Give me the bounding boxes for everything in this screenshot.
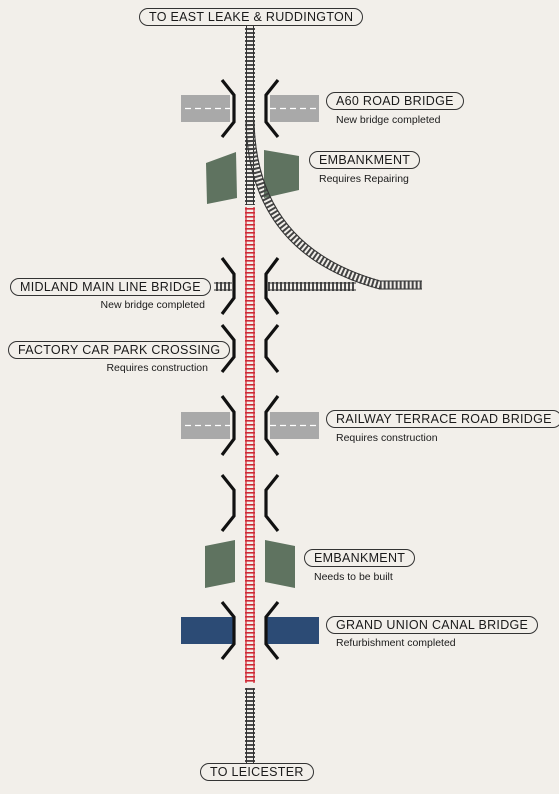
- embankment-lower: [205, 540, 295, 588]
- structure-markers: [220, 79, 280, 660]
- embankment-upper: [206, 150, 299, 204]
- factory-car-park-crossing-status: Requires construction: [106, 362, 208, 374]
- embankment-upper-label: EMBANKMENT: [309, 151, 421, 169]
- existing-track-north: [245, 25, 255, 205]
- new-track-red: [245, 207, 255, 683]
- embankment-lower-label: EMBANKMENT: [304, 549, 416, 567]
- marker-terrace-left: [220, 395, 236, 456]
- railway-terrace-road: [181, 412, 319, 439]
- marker-factory-left: [220, 324, 236, 373]
- marker-unnamed-right: [264, 474, 280, 532]
- midland-main-line-track: [214, 282, 356, 291]
- a60-road: [181, 95, 319, 122]
- curved-track: [245, 119, 422, 290]
- marker-a60-left: [220, 79, 236, 138]
- marker-canal-left: [220, 601, 236, 660]
- embankment-lower-status: Needs to be built: [314, 571, 393, 583]
- south-terminus-label: TO LEICESTER: [200, 763, 314, 781]
- marker-a60-right: [264, 79, 280, 138]
- railway-terrace-road-bridge-label: RAILWAY TERRACE ROAD BRIDGE: [326, 410, 559, 428]
- a60-road-bridge-label: A60 ROAD BRIDGE: [326, 92, 464, 110]
- marker-midland-right: [264, 257, 280, 315]
- embankment-upper-status: Requires Repairing: [319, 173, 409, 185]
- marker-unnamed-left: [220, 474, 236, 532]
- marker-canal-right: [264, 601, 280, 660]
- railway-terrace-road-bridge-status: Requires construction: [336, 432, 438, 444]
- grand-union-canal: [181, 617, 319, 644]
- midland-main-line-bridge-status: New bridge completed: [100, 299, 205, 311]
- grand-union-canal-bridge-status: Refurbishment completed: [336, 637, 456, 649]
- factory-car-park-crossing-label: FACTORY CAR PARK CROSSING: [8, 341, 231, 359]
- marker-midland-left: [220, 257, 236, 315]
- midland-main-line-bridge-label: MIDLAND MAIN LINE BRIDGE: [10, 278, 211, 296]
- grand-union-canal-bridge-label: GRAND UNION CANAL BRIDGE: [326, 616, 539, 634]
- existing-track-south: [245, 688, 255, 766]
- a60-road-bridge-status: New bridge completed: [336, 114, 441, 126]
- marker-factory-right: [264, 324, 280, 373]
- north-terminus-label: TO EAST LEAKE & RUDDINGTON: [139, 8, 364, 26]
- marker-terrace-right: [264, 395, 280, 456]
